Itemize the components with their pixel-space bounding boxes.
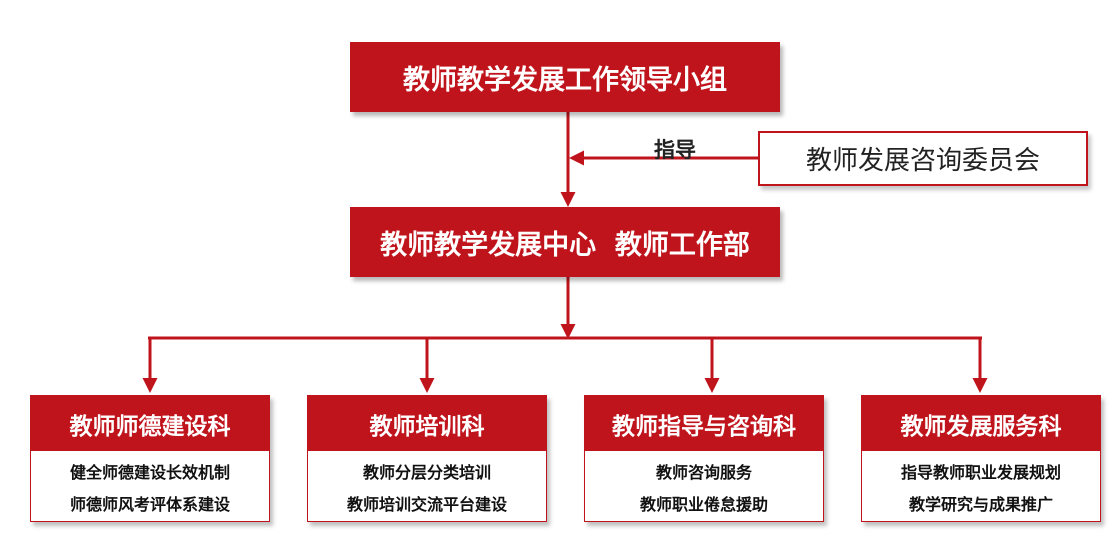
department-duty: 教师分层分类培训 [362, 463, 491, 482]
department-title: 教师指导与咨询科 [585, 396, 823, 451]
development-center-title: 教师教学发展中心 教师工作部 [380, 229, 750, 261]
department-duty: 健全师德建设长效机制 [69, 463, 230, 482]
department-title: 教师师德建设科 [31, 396, 269, 451]
advisory-committee-box: 教师发展咨询委员会 [758, 131, 1088, 186]
advisory-committee-title: 教师发展咨询委员会 [805, 146, 1040, 176]
department-card: 教师师德建设科 健全师德建设长效机制 师德师风考评体系建设 [30, 395, 270, 522]
leadership-group-title: 教师教学发展工作领导小组 [403, 64, 727, 96]
department-duties: 指导教师职业发展规划 教学研究与成果推广 [862, 451, 1100, 521]
department-duty: 教师培训交流平台建设 [346, 495, 507, 514]
department-duty: 师德师风考评体系建设 [69, 495, 230, 514]
department-duties: 健全师德建设长效机制 师德师风考评体系建设 [31, 451, 269, 521]
department-duties: 教师咨询服务 教师职业倦怠援助 [585, 451, 823, 521]
department-duty: 教师职业倦怠援助 [639, 495, 768, 514]
department-duty: 教师咨询服务 [655, 463, 752, 482]
department-card: 教师发展服务科 指导教师职业发展规划 教学研究与成果推广 [861, 395, 1101, 522]
department-duty: 教学研究与成果推广 [908, 495, 1053, 514]
department-card: 教师培训科 教师分层分类培训 教师培训交流平台建设 [307, 395, 547, 522]
department-title: 教师培训科 [308, 396, 546, 451]
development-center-box: 教师教学发展中心 教师工作部 [350, 207, 780, 277]
leadership-group-box: 教师教学发展工作领导小组 [350, 42, 780, 112]
department-duties: 教师分层分类培训 教师培训交流平台建设 [308, 451, 546, 521]
department-card: 教师指导与咨询科 教师咨询服务 教师职业倦怠援助 [584, 395, 824, 522]
department-title: 教师发展服务科 [862, 396, 1100, 451]
guidance-label: 指导 [654, 138, 696, 162]
department-duty: 指导教师职业发展规划 [900, 463, 1061, 482]
